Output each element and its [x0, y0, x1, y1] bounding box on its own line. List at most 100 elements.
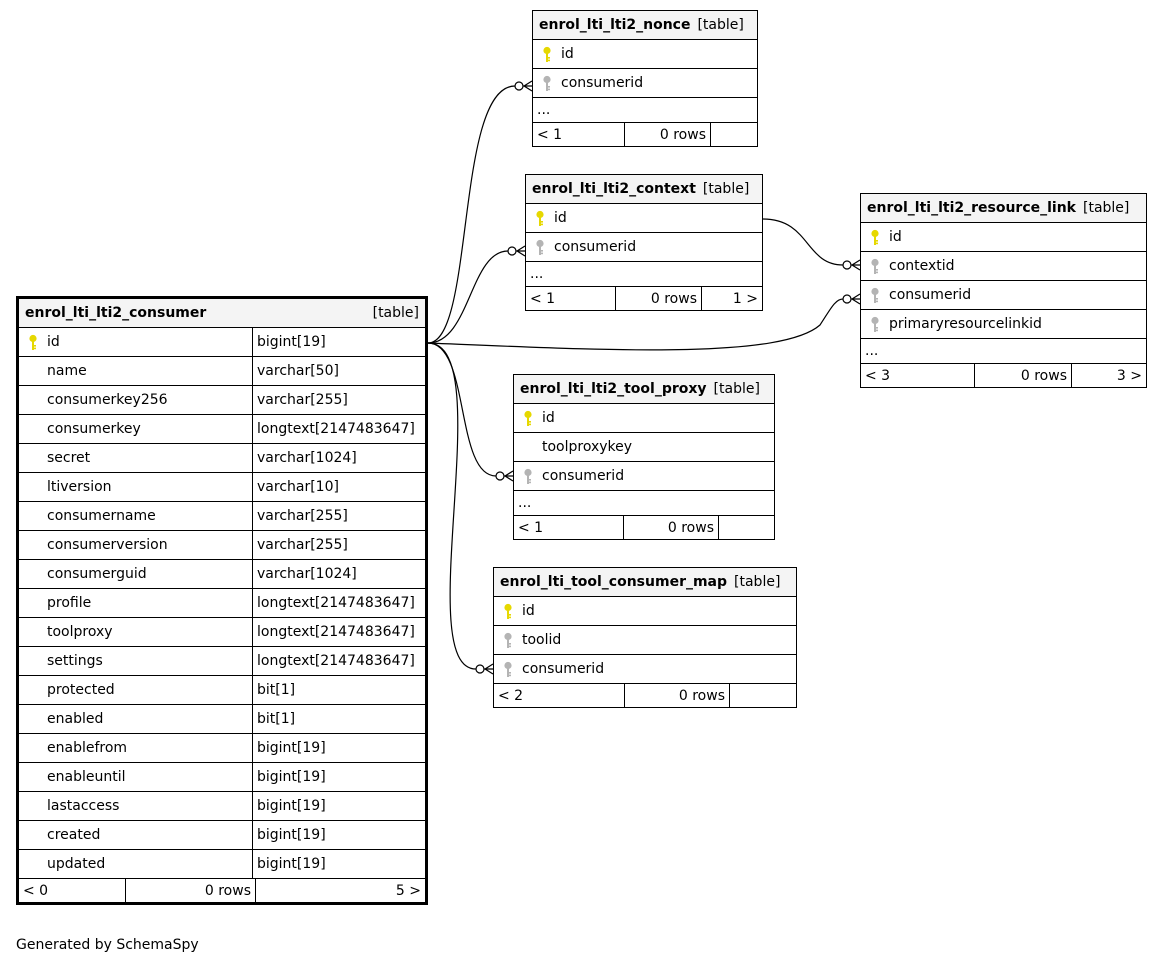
table-enrol-lti-lti2-nonce[interactable]: enrol_lti_lti2_nonce [table] id consumeri… [532, 10, 758, 147]
parents-link[interactable]: < 0 [19, 879, 126, 902]
table-type: [table] [713, 381, 760, 397]
more-columns[interactable]: ... [861, 339, 1146, 364]
column-name: id [554, 210, 567, 226]
column-type: varchar[255] [252, 502, 425, 530]
table-type: [table] [702, 181, 750, 197]
table-header[interactable]: enrol_lti_lti2_tool_proxy [table] [514, 375, 774, 404]
link-consumer-tool-consumer-map [427, 342, 477, 670]
column-row[interactable]: id [861, 223, 1146, 252]
parents-link[interactable]: < 1 [533, 123, 625, 146]
table-name[interactable]: enrol_lti_lti2_nonce [539, 17, 691, 33]
column-type: bigint[19] [252, 763, 425, 791]
primary-key-icon [533, 46, 561, 63]
column-row[interactable]: contextid [861, 252, 1146, 281]
column-row[interactable]: consumername varchar[255] [19, 502, 425, 531]
row-count: 0 rows [624, 516, 719, 539]
nonce-consumerid-zero-marker [514, 81, 524, 91]
more-columns[interactable]: ... [514, 491, 774, 516]
column-row[interactable]: consumerid [533, 69, 757, 98]
table-enrol-lti-lti2-context[interactable]: enrol_lti_lti2_context [table] id consume… [525, 174, 763, 311]
column-name: consumerid [561, 75, 644, 91]
primary-key-icon [514, 410, 542, 427]
resource-link-contextid-zero-marker [842, 260, 852, 270]
parents-link[interactable]: < 1 [514, 516, 624, 539]
more-columns[interactable]: ... [526, 262, 762, 287]
column-name: name [47, 363, 87, 379]
table-name[interactable]: enrol_lti_lti2_tool_proxy [520, 381, 707, 397]
column-type: longtext[2147483647] [252, 647, 425, 675]
more-columns[interactable]: ... [533, 98, 757, 123]
table-header[interactable]: enrol_lti_lti2_nonce [table] [533, 11, 757, 40]
table-name[interactable]: enrol_lti_lti2_consumer [25, 305, 207, 321]
link-context-resource-link [762, 218, 844, 266]
table-name[interactable]: enrol_lti_lti2_context [532, 181, 696, 197]
column-row[interactable]: id [533, 40, 757, 69]
children-link[interactable]: 5 > [395, 882, 421, 899]
foreign-key-icon [494, 632, 522, 649]
table-name[interactable]: enrol_lti_lti2_resource_link [867, 200, 1076, 216]
children-link[interactable] [730, 684, 796, 707]
link-consumer-nonce [427, 85, 516, 344]
column-row[interactable]: consumerid [526, 233, 762, 262]
column-row[interactable]: id [514, 404, 774, 433]
table-header[interactable]: enrol_lti_tool_consumer_map [table] [494, 568, 796, 597]
column-row[interactable]: consumerid [494, 655, 796, 684]
column-name: profile [47, 595, 92, 611]
parents-link[interactable]: < 3 [861, 364, 975, 387]
column-row[interactable]: id [494, 597, 796, 626]
foreign-key-icon [514, 468, 542, 485]
column-row[interactable]: id [526, 204, 762, 233]
column-name: consumername [47, 508, 156, 524]
foreign-key-icon [494, 661, 522, 678]
parents-link[interactable]: < 1 [526, 287, 616, 310]
nonce-consumerid-crows-foot [523, 80, 533, 92]
table-header[interactable]: enrol_lti_lti2_resource_link [table] [861, 194, 1146, 223]
column-row[interactable]: toolid [494, 626, 796, 655]
row-count: 0 rows [616, 287, 702, 310]
column-name: id [47, 334, 60, 350]
column-type: bigint[19] [252, 821, 425, 849]
parents-link[interactable]: < 2 [494, 684, 625, 707]
column-row[interactable]: primaryresourcelinkid [861, 310, 1146, 339]
column-type: bigint[19] [252, 734, 425, 762]
children-link[interactable] [719, 516, 774, 539]
children-link[interactable]: 3 > [1116, 367, 1142, 384]
tool-consumer-map-consumerid-zero-marker [475, 664, 485, 674]
children-link[interactable]: 1 > [732, 290, 758, 307]
column-type: longtext[2147483647] [252, 618, 425, 646]
primary-key-icon [861, 229, 889, 246]
column-row[interactable]: toolproxykey [514, 433, 774, 462]
table-header[interactable]: enrol_lti_lti2_consumer [table] [19, 299, 425, 328]
table-header[interactable]: enrol_lti_lti2_context [table] [526, 175, 762, 204]
table-type: [table] [1083, 200, 1130, 216]
column-type: bit[1] [252, 705, 425, 733]
table-name[interactable]: enrol_lti_tool_consumer_map [500, 574, 728, 590]
children-link[interactable] [711, 123, 757, 146]
table-footer: < 1 0 rows 1 > [526, 287, 762, 310]
column-row[interactable]: consumerid [861, 281, 1146, 310]
column-row[interactable]: consumerid [514, 462, 774, 491]
row-count: 0 rows [126, 879, 256, 902]
